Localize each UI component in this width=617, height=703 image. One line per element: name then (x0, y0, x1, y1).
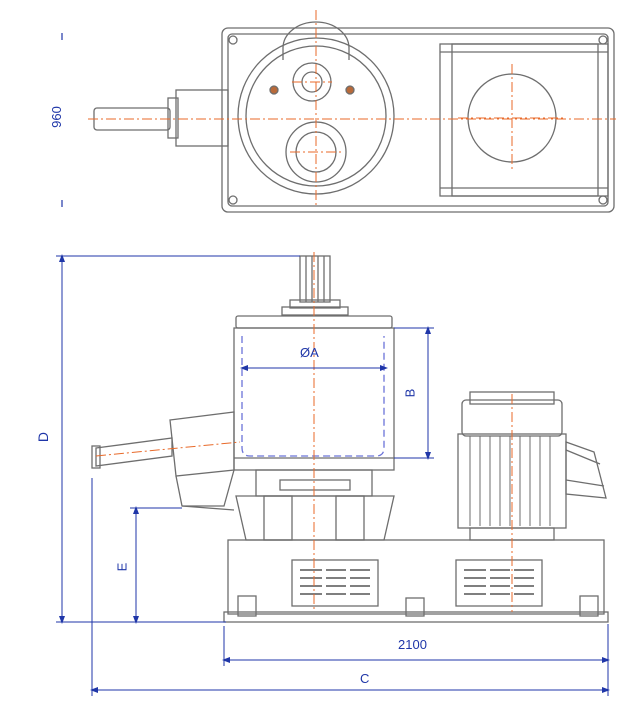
front-outlet-spout (95, 437, 173, 467)
dimension-lines (56, 254, 610, 696)
top-centerlines (88, 10, 616, 206)
front-base-frame (227, 539, 605, 615)
front-vent-left (291, 559, 379, 607)
dim-label-c: C (360, 671, 370, 686)
top-motor-outline (439, 43, 609, 197)
front-vent-right (455, 559, 543, 607)
top-outlet-box (175, 89, 229, 147)
dim-label-2100: 2100 (398, 637, 427, 652)
dim-label-b: B (402, 388, 418, 398)
front-centerlines (95, 252, 513, 612)
front-motor-fins (469, 436, 551, 526)
dim-label-oa: ØA (300, 345, 319, 360)
dim-label-960: 960 (48, 106, 64, 128)
top-base-plate (221, 27, 615, 213)
top-view (93, 21, 615, 213)
top-vessel-circle (237, 37, 395, 195)
dim-label-e: E (114, 562, 130, 572)
front-drive-motor (299, 255, 331, 303)
front-vessel-hidden-line (241, 336, 385, 457)
dim-label-d: D (35, 431, 52, 443)
vent-slats (300, 569, 534, 595)
front-view (91, 255, 609, 623)
